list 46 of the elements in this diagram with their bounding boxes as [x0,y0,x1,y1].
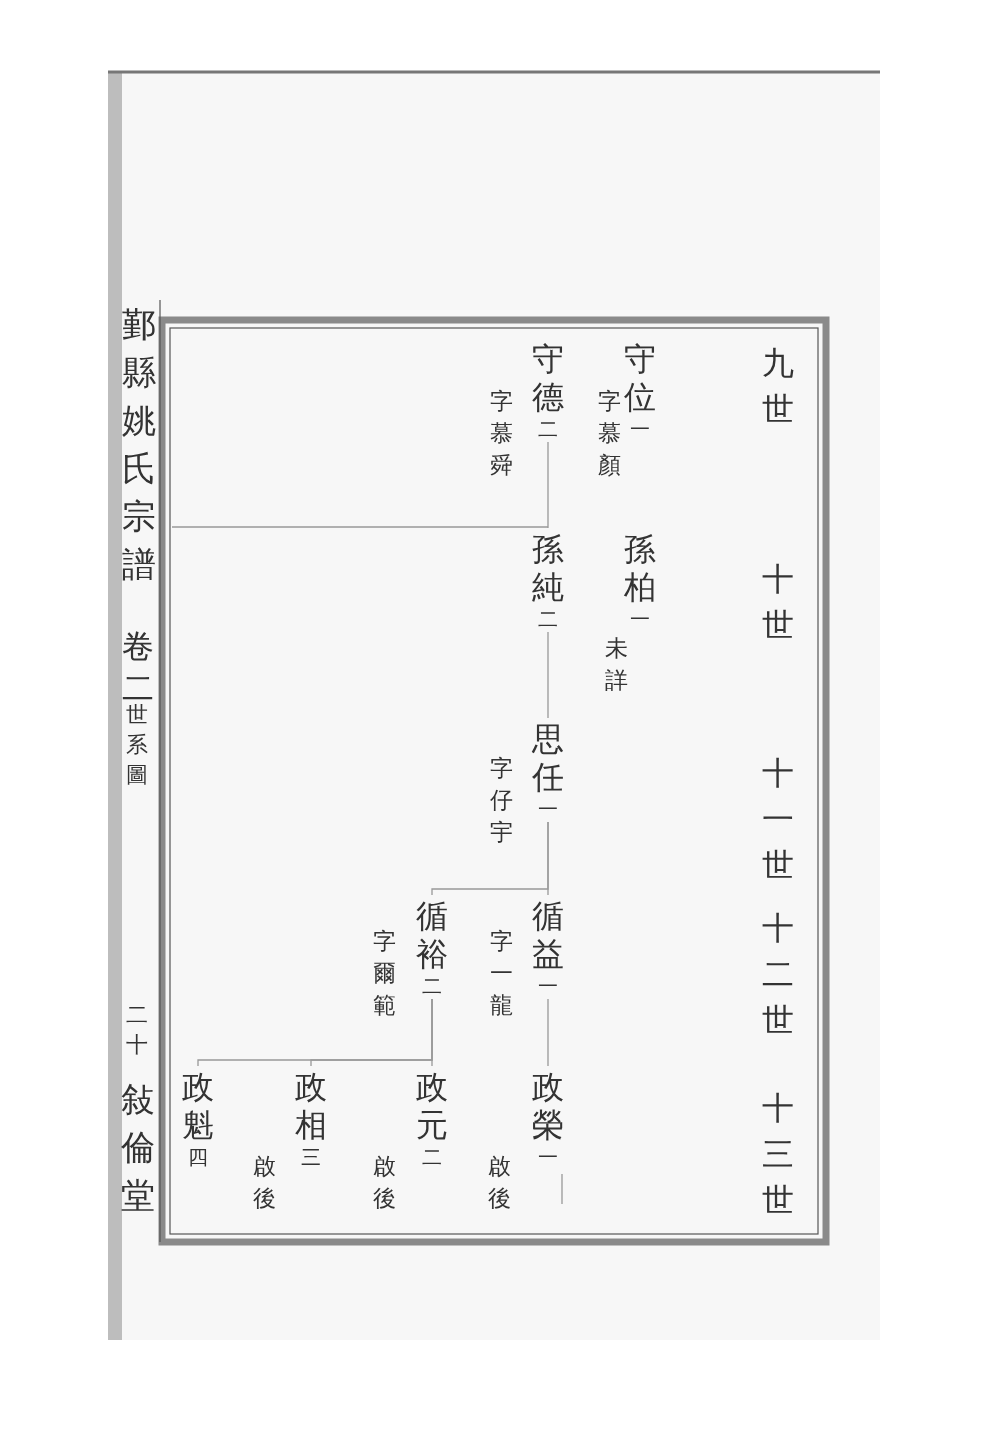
person-name: 孫純 [532,530,564,606]
person-name: 政魁 [182,1068,214,1144]
person-name: 守位 [624,340,656,416]
lineage-line [561,1173,563,1205]
note-text: 啟後 [488,1152,511,1213]
person-name: 循益 [532,897,564,973]
note-text: 字仔宇 [490,754,513,847]
birth-order-number: 一 [538,1146,558,1168]
note-text: 未詳 [605,634,628,695]
lineage-line [171,526,549,528]
birth-order-number: 一 [538,798,558,820]
birth-order-number: 二 [538,418,558,440]
lineage-line [197,998,433,1067]
person-name: 政相 [295,1068,327,1144]
person-name: 思任 [532,720,564,796]
birth-order-number: 三 [301,1146,321,1168]
person-name: 政元 [416,1068,448,1144]
person-name: 政榮 [532,1068,564,1144]
birth-order-number: 一 [630,608,650,630]
note-text: 字一龍 [490,927,513,1020]
generation-label: 十三世 [762,1088,794,1221]
note-text: 啟後 [253,1152,276,1213]
birth-order-number: 四 [188,1146,208,1168]
generation-label: 九世 [762,343,794,430]
lineage-line [431,821,549,896]
generation-label: 十一世 [762,753,794,886]
person-name: 循裕 [416,897,448,973]
note-text: 字爾範 [373,927,396,1020]
person-name: 守德 [532,340,564,416]
note-text: 字慕舜 [490,387,513,480]
lineage-line [547,631,549,719]
note-text: 字慕顏 [598,387,621,480]
lineage-line [547,998,549,1067]
lineage-line [547,441,549,529]
book-title: 鄞縣姚氏宗譜 [122,303,156,586]
page-number: 二十 [126,1001,148,1059]
birth-order-number: 一 [630,418,650,440]
birth-order-number: 一 [538,975,558,997]
generation-label: 十世 [762,559,794,646]
note-text: 啟後 [373,1152,396,1213]
birth-order-number: 二 [538,608,558,630]
hall-name: 敍倫堂 [121,1078,155,1217]
birth-order-number: 二 [422,975,442,997]
person-name: 孫柏 [624,530,656,606]
birth-order-number: 二 [422,1146,442,1168]
generation-label: 十二世 [762,908,794,1041]
